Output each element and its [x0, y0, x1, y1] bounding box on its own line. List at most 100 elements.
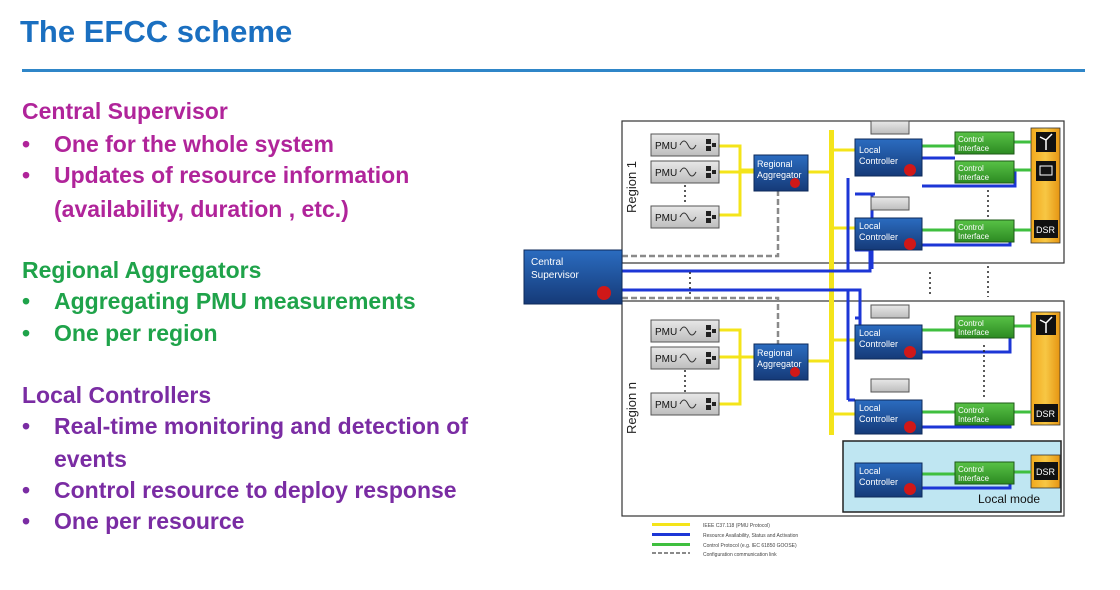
local-mode-label: Local mode	[978, 492, 1040, 506]
svg-text:Regional: Regional	[757, 348, 793, 358]
svg-text:Interface: Interface	[958, 415, 990, 424]
svg-text:Controller: Controller	[859, 156, 898, 166]
gear-icon	[904, 238, 916, 250]
pmu-box: PMU	[650, 346, 720, 370]
svg-text:DSR: DSR	[1036, 467, 1056, 477]
svg-text:Local: Local	[859, 221, 881, 231]
svg-text:Supervisor: Supervisor	[531, 270, 579, 281]
svg-text:PMU: PMU	[655, 327, 677, 338]
pmu-box: PMU	[650, 392, 720, 416]
svg-text:Regional: Regional	[757, 159, 793, 169]
yellow-bus	[829, 130, 834, 435]
regional-aggregator-region-n: Regional Aggregator	[753, 343, 809, 381]
heading-local-controllers: Local Controllers	[22, 382, 212, 408]
heading-regional-aggregators: Regional Aggregators	[22, 257, 262, 283]
bullet-one-per-region: •One per region	[22, 320, 218, 346]
svg-text:Aggregator: Aggregator	[757, 359, 802, 369]
svg-text:Control: Control	[958, 223, 984, 232]
local-controller-local-mode: Local Controller	[854, 462, 923, 498]
gear-icon	[597, 286, 611, 300]
svg-text:Local: Local	[859, 403, 881, 413]
svg-text:Central: Central	[531, 257, 563, 268]
svg-text:Controller: Controller	[859, 232, 898, 242]
svg-text:Local: Local	[859, 466, 881, 476]
legend: IEEE C37.118 (PMU Protocol) Resource Ava…	[652, 523, 798, 558]
svg-text:Local: Local	[859, 145, 881, 155]
pmu-box: PMU	[650, 160, 720, 184]
svg-text:Control: Control	[958, 135, 984, 144]
control-interface: Control Interface	[954, 402, 1015, 426]
dsr-box	[1034, 220, 1058, 238]
svg-text:Controller: Controller	[859, 414, 898, 424]
svg-text:Control: Control	[958, 319, 984, 328]
svg-text:Interface: Interface	[958, 474, 990, 483]
gear-icon	[904, 164, 916, 176]
bullet-aggregating-pmu: •Aggregating PMU measurements	[22, 288, 416, 314]
svg-text:DSR: DSR	[1036, 225, 1056, 235]
bullet-updates-resource-info: •Updates of resource information	[22, 162, 410, 188]
svg-text:Aggregator: Aggregator	[757, 170, 802, 180]
svg-text:DSR: DSR	[1036, 409, 1056, 419]
svg-text:Local: Local	[859, 328, 881, 338]
local-controller: Local Controller	[854, 217, 923, 251]
svg-text:PMU: PMU	[655, 354, 677, 365]
svg-text:Controller: Controller	[859, 339, 898, 349]
control-interface: Control Interface	[954, 219, 1015, 243]
svg-text:Control: Control	[958, 465, 984, 474]
pmu-group-region-1: PMU PMU PMU	[650, 133, 720, 229]
local-controller: Local Controller	[854, 138, 923, 177]
region-1-label: Region 1	[624, 161, 639, 213]
slide-title: The EFCC scheme	[20, 14, 293, 49]
control-protocol-links	[922, 140, 1031, 476]
regional-aggregator-region-1: Regional Aggregator	[753, 154, 809, 192]
svg-text:PMU: PMU	[655, 141, 677, 152]
dsr-box	[1034, 404, 1058, 422]
svg-text:Controller: Controller	[859, 477, 898, 487]
bullet-one-for-whole-system: •One for the whole system	[22, 131, 334, 157]
gear-icon	[790, 178, 800, 188]
title-divider	[22, 69, 1085, 72]
pmu-box: PMU	[650, 205, 720, 229]
central-supervisor-box: Central Supervisor	[523, 249, 623, 305]
small-pmu-icons	[870, 120, 910, 393]
control-interface: Control Interface	[954, 131, 1015, 155]
svg-text:Interface: Interface	[958, 232, 990, 241]
bullet-real-time-monitoring-cont: events	[54, 446, 127, 472]
svg-text:IEEE C37.118 (PMU Protocol): IEEE C37.118 (PMU Protocol)	[703, 523, 770, 529]
bus-to-controllers	[832, 148, 855, 416]
dotted-separators	[684, 180, 989, 400]
gear-icon	[904, 421, 916, 433]
control-interface: Control Interface	[954, 461, 1015, 485]
gear-icon	[904, 483, 916, 495]
control-interface: Control Interface	[954, 315, 1015, 339]
control-interface: Control Interface	[954, 160, 1015, 184]
svg-text:Control: Control	[958, 406, 984, 415]
gear-icon	[904, 346, 916, 358]
config-links	[622, 185, 780, 348]
svg-text:Interface: Interface	[958, 144, 990, 153]
gear-icon	[790, 367, 800, 377]
svg-text:PMU: PMU	[655, 400, 677, 411]
svg-text:PMU: PMU	[655, 168, 677, 179]
bullet-updates-resource-info-cont: (availability, duration , etc.)	[54, 196, 349, 222]
pmu-links	[718, 144, 830, 406]
pmu-box: PMU	[650, 319, 720, 343]
svg-text:Control Protocol (e.g. IEC 618: Control Protocol (e.g. IEC 61850 GOOSE)	[703, 543, 797, 549]
dsr-box	[1034, 462, 1058, 480]
svg-text:Interface: Interface	[958, 173, 990, 182]
svg-text:Configuration communication li: Configuration communication link	[703, 552, 777, 558]
battery-icon	[1036, 161, 1056, 181]
pmu-group-region-n: PMU PMU PMU	[650, 319, 720, 416]
bullet-one-per-resource: •One per resource	[22, 508, 245, 534]
pmu-box: PMU	[650, 133, 720, 157]
local-controller: Local Controller	[854, 324, 923, 360]
svg-text:Control: Control	[958, 164, 984, 173]
svg-text:Resource Availability, Status: Resource Availability, Status and Activa…	[703, 533, 798, 539]
svg-text:Interface: Interface	[958, 328, 990, 337]
svg-text:PMU: PMU	[655, 213, 677, 224]
region-n-label: Region n	[624, 382, 639, 434]
bullet-real-time-monitoring: •Real-time monitoring and detection of	[22, 413, 469, 439]
heading-central-supervisor: Central Supervisor	[22, 98, 228, 124]
local-controller: Local Controller	[854, 399, 923, 435]
